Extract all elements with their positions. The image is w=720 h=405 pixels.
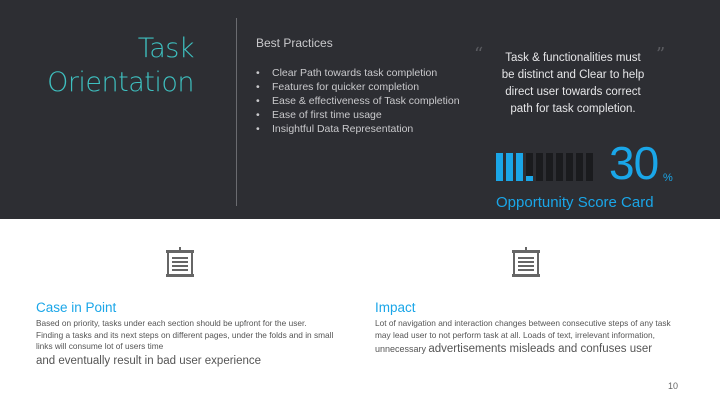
case-in-point-title: Case in Point bbox=[36, 300, 117, 315]
list-item: • Clear Path towards task completion bbox=[256, 66, 460, 80]
top-panel: Task Orientation Best Practices • Clear P… bbox=[0, 0, 720, 219]
score-meter-segment bbox=[546, 153, 553, 181]
case-in-point-body: Based on priority, tasks under each sect… bbox=[36, 318, 336, 369]
score-meter-segment bbox=[516, 153, 523, 181]
bullet: • bbox=[256, 95, 260, 107]
score-meter-segment bbox=[506, 153, 513, 181]
document-icon bbox=[512, 247, 540, 277]
slide-title: Task Orientation bbox=[47, 32, 194, 100]
score-card-label: Opportunity Score Card bbox=[496, 194, 654, 211]
list-item: • Ease of first time usage bbox=[256, 108, 460, 122]
bullet: • bbox=[256, 123, 260, 135]
slide-title-line1: Task bbox=[137, 33, 195, 64]
score-meter-segment bbox=[496, 153, 503, 181]
score-meter-segment bbox=[566, 153, 573, 181]
score-meter-segment bbox=[536, 153, 543, 181]
case-in-point-body-small: Based on priority, tasks under each sect… bbox=[36, 318, 334, 351]
score-value: 30 bbox=[609, 137, 659, 189]
open-quote-icon: “ bbox=[474, 44, 484, 65]
slide-title-line2: Orientation bbox=[47, 67, 194, 98]
list-item-label: Ease & effectiveness of Task completion bbox=[272, 95, 460, 107]
score-meter-segment bbox=[556, 153, 563, 181]
impact-body-mid: unnecessary bbox=[375, 344, 427, 354]
impact-title: Impact bbox=[375, 300, 416, 315]
page-number: 10 bbox=[667, 381, 678, 391]
impact-body-small: Lot of navigation and interaction change… bbox=[375, 318, 671, 340]
quote-text: Task & functionalities must be distinct … bbox=[501, 52, 645, 115]
list-item-label: Clear Path towards task completion bbox=[272, 67, 438, 79]
list-item: • Insightful Data Representation bbox=[256, 122, 460, 136]
impact-body-large: advertisements misleads and confuses use… bbox=[428, 343, 653, 355]
document-icon bbox=[166, 247, 194, 277]
score-unit: % bbox=[663, 172, 673, 184]
score-meter-segment bbox=[586, 153, 593, 181]
impact-body: Lot of navigation and interaction change… bbox=[375, 318, 680, 357]
best-practices-list: • Clear Path towards task completion • Fea… bbox=[256, 66, 460, 136]
vertical-divider bbox=[236, 18, 237, 206]
list-item: • Ease & effectiveness of Task completion bbox=[256, 94, 460, 108]
bullet: • bbox=[256, 67, 260, 79]
list-item-label: Ease of first time usage bbox=[272, 109, 382, 121]
list-item-label: Insightful Data Representation bbox=[272, 123, 414, 135]
list-item-label: Features for quicker completion bbox=[272, 81, 420, 93]
score-meter-segment bbox=[526, 153, 533, 181]
bullet: • bbox=[256, 109, 260, 121]
close-quote-icon: ” bbox=[656, 44, 666, 65]
bullet: • bbox=[256, 81, 260, 93]
score-level-meter bbox=[496, 153, 593, 181]
list-item: • Features for quicker completion bbox=[256, 80, 460, 94]
case-in-point-body-large: and eventually result in bad user experi… bbox=[36, 354, 262, 367]
best-practices-heading: Best Practices bbox=[256, 36, 333, 50]
score-meter-segment bbox=[576, 153, 583, 181]
